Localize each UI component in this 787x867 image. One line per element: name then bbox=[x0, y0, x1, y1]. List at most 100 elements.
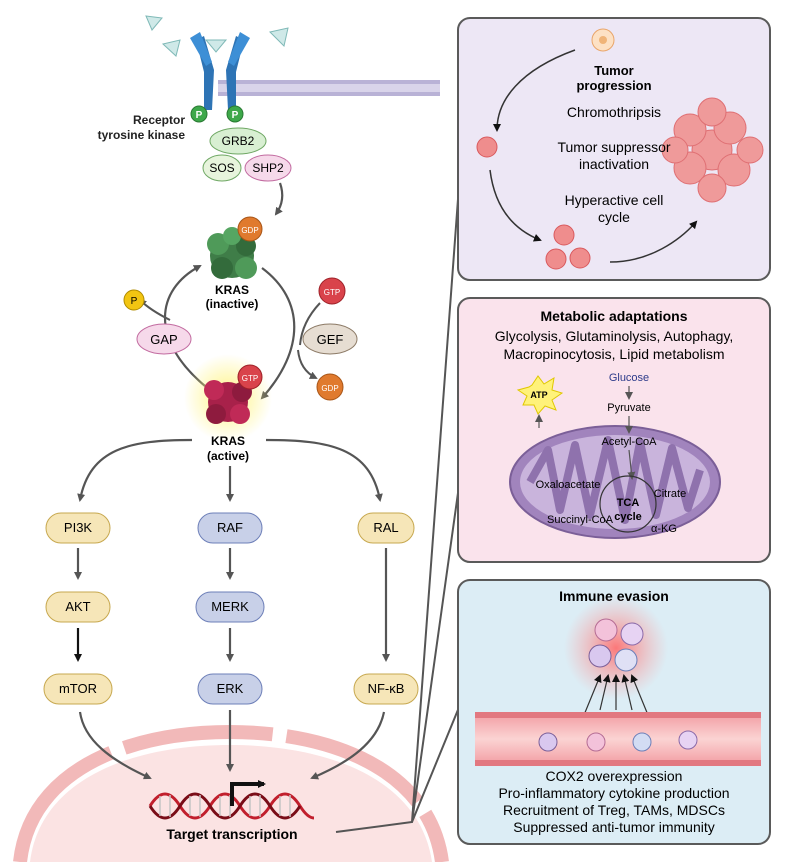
transcription-start-arrow bbox=[230, 780, 266, 806]
immune-item-1: COX2 overexpression bbox=[546, 768, 683, 784]
phospho-left: P bbox=[190, 105, 208, 123]
dna-helix bbox=[148, 792, 315, 820]
gtp-badge-in: GTP bbox=[318, 277, 346, 305]
kras-active-protein bbox=[204, 380, 252, 424]
tumor-item-4: Hyperactive cell bbox=[565, 192, 664, 208]
phospho-right: P bbox=[226, 105, 244, 123]
immune-item-2: Pro-inflammatory cytokine production bbox=[498, 785, 729, 801]
tca-cycle-ring bbox=[599, 475, 657, 533]
gdp-out-arrow bbox=[297, 349, 318, 379]
atp-burst: ATP bbox=[516, 375, 564, 415]
cell-membrane bbox=[218, 80, 440, 96]
immune-cell-cluster bbox=[588, 618, 644, 672]
ligand-triangles bbox=[145, 15, 289, 57]
tumor-cell-small bbox=[476, 136, 591, 270]
ral-node: RAL bbox=[357, 512, 415, 544]
blood-vessel bbox=[475, 712, 761, 766]
tumor-arrow-1 bbox=[493, 49, 576, 132]
svg-text:GAP: GAP bbox=[150, 332, 177, 347]
citrate-label: Citrate bbox=[654, 488, 686, 500]
glucose-label: Glucose bbox=[609, 372, 649, 384]
succinyl-label: Succinyl-CoA bbox=[547, 514, 614, 526]
immune-item-4: Suppressed anti-tumor immunity bbox=[513, 819, 715, 835]
branch-to-pi3k bbox=[77, 438, 193, 502]
nfkb-node: NF-κB bbox=[353, 673, 419, 705]
svg-text:ERK: ERK bbox=[217, 681, 244, 696]
gdp-badge-inactive: GDP bbox=[237, 216, 263, 242]
kras-active-label: KRAS bbox=[211, 434, 245, 448]
svg-text:PI3K: PI3K bbox=[64, 520, 93, 535]
immune-item-3: Recruitment of Treg, TAMs, MDSCs bbox=[503, 802, 725, 818]
oxaloacetate-label: Oxaloacetate bbox=[536, 479, 601, 491]
merk-node: MERK bbox=[195, 591, 265, 623]
mitochondrion bbox=[509, 425, 721, 539]
arrow-acetyl-citrate bbox=[627, 449, 636, 480]
svg-text:GRB2: GRB2 bbox=[222, 134, 255, 148]
svg-text:SHP2: SHP2 bbox=[252, 161, 284, 175]
shp2-node: SHP2 bbox=[244, 154, 292, 182]
svg-text:GTP: GTP bbox=[242, 374, 258, 383]
kras-inactive-state: (inactive) bbox=[206, 297, 259, 311]
gtp-badge-active: GTP bbox=[237, 364, 263, 390]
svg-text:GEF: GEF bbox=[317, 332, 344, 347]
svg-text:mTOR: mTOR bbox=[59, 681, 97, 696]
rtk-label-line1: Receptor bbox=[133, 113, 185, 127]
bracket-connector bbox=[335, 144, 465, 833]
tumor-panel bbox=[457, 17, 771, 281]
immune-title: Immune evasion bbox=[559, 588, 669, 604]
raf-node: RAF bbox=[197, 512, 263, 544]
transcription-label: Target transcription bbox=[166, 826, 297, 842]
metabolic-line2: Macropinocytosis, Lipid metabolism bbox=[504, 346, 725, 362]
svg-text:SOS: SOS bbox=[209, 161, 234, 175]
svg-text:P: P bbox=[196, 110, 203, 121]
acetylcoa-label: Acetyl-CoA bbox=[601, 436, 657, 448]
arrow-nfkb-transcription bbox=[310, 711, 386, 780]
recruitment-arrows bbox=[583, 674, 649, 716]
kras-inactive-label: KRAS bbox=[215, 283, 249, 297]
tca-label-line1: TCA bbox=[617, 497, 640, 509]
kras-active-state: (active) bbox=[207, 449, 249, 463]
tumor-item-3: inactivation bbox=[579, 156, 649, 172]
gef-arrow bbox=[260, 267, 296, 400]
pyruvate-label: Pyruvate bbox=[607, 402, 650, 414]
tca-label-line2: cycle bbox=[614, 511, 642, 523]
svg-text:MERK: MERK bbox=[211, 599, 249, 614]
pi3k-node: PI3K bbox=[45, 512, 111, 544]
akt-node: AKT bbox=[45, 591, 111, 623]
gdp-badge-out: GDP bbox=[316, 373, 344, 401]
grb2-node: GRB2 bbox=[209, 127, 267, 155]
tumor-item-2: Tumor suppressor bbox=[557, 139, 670, 155]
gef-node: GEF bbox=[302, 323, 358, 355]
svg-text:GDP: GDP bbox=[321, 384, 338, 393]
svg-text:GTP: GTP bbox=[324, 288, 340, 297]
metabolic-title: Metabolic adaptations bbox=[540, 308, 687, 324]
svg-text:ATP: ATP bbox=[530, 390, 547, 400]
gtp-in-arrow bbox=[299, 302, 321, 346]
tumor-arrow-3 bbox=[609, 220, 698, 263]
mtor-node: mTOR bbox=[43, 673, 113, 705]
erk-node: ERK bbox=[197, 673, 263, 705]
sos-node: SOS bbox=[202, 154, 242, 182]
tumor-mass bbox=[661, 97, 764, 203]
svg-text:GDP: GDP bbox=[241, 226, 258, 235]
svg-text:P: P bbox=[131, 296, 138, 307]
branch-to-ral bbox=[265, 438, 383, 502]
tumor-glow bbox=[564, 596, 668, 700]
svg-text:RAF: RAF bbox=[217, 520, 243, 535]
svg-text:AKT: AKT bbox=[65, 599, 90, 614]
tumor-title-line1: Tumor bbox=[594, 63, 633, 78]
metabolic-line1: Glycolysis, Glutaminolysis, Autophagy, bbox=[495, 328, 734, 344]
svg-text:P: P bbox=[232, 110, 239, 121]
tumor-item-5: cycle bbox=[598, 209, 630, 225]
tumor-item-1: Chromothripsis bbox=[567, 104, 661, 120]
tumor-seed-cell bbox=[591, 28, 615, 52]
arrow-to-kras bbox=[274, 182, 284, 216]
receptor-tyrosine-kinase bbox=[190, 32, 250, 110]
arrow-mtor-transcription bbox=[78, 711, 152, 780]
svg-text:RAL: RAL bbox=[373, 520, 398, 535]
rtk-label-line2: tyrosine kinase bbox=[98, 128, 186, 142]
gap-node: GAP bbox=[136, 323, 192, 355]
tumor-arrow-2 bbox=[489, 169, 542, 242]
